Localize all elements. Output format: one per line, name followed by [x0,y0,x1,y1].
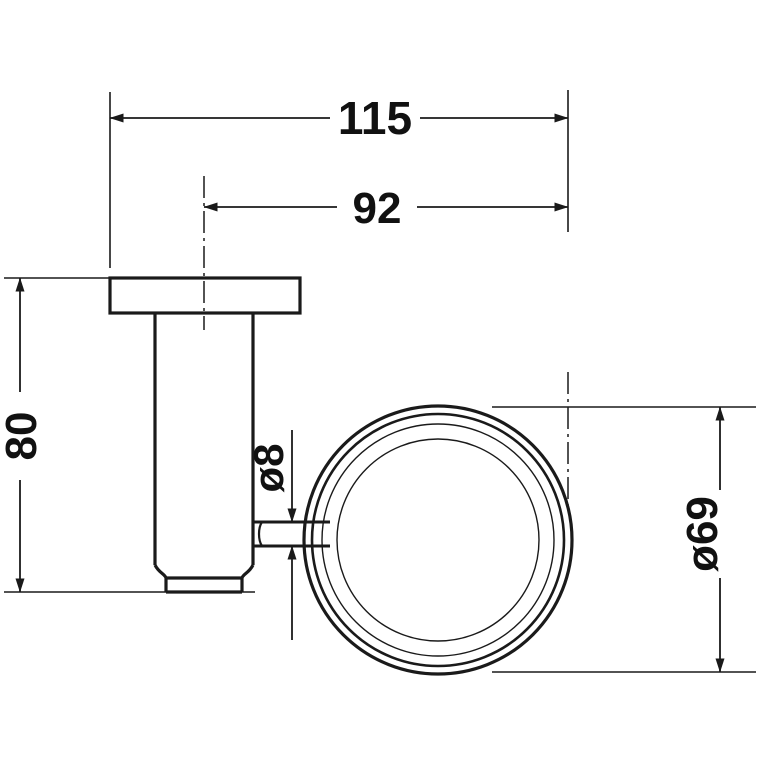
wall-flange [108,276,302,315]
post-bead-left-profile [153,564,168,592]
dimension-label-115: 115 [338,92,412,144]
dimension-label-80: 80 [0,412,46,461]
glass-ring-third [321,423,555,657]
wall-flange-body [108,276,302,315]
glass-ring-outer [302,404,574,676]
dimension-label-d69: ø69 [678,496,727,572]
glass-tumbler [302,404,574,676]
center-lines [203,176,569,508]
glass-ring-inner [336,438,540,642]
extension-lines [4,90,756,673]
connector-arm [253,520,330,548]
post-bead [153,564,255,594]
glass-ring-second [310,412,566,668]
dimension-label-d8: ø8 [245,443,292,492]
connector-arm-shoulder-curve [257,521,263,547]
vertical-post [153,313,255,565]
dimension-label-92: 92 [353,184,402,233]
post-bead-right-profile [240,564,255,592]
